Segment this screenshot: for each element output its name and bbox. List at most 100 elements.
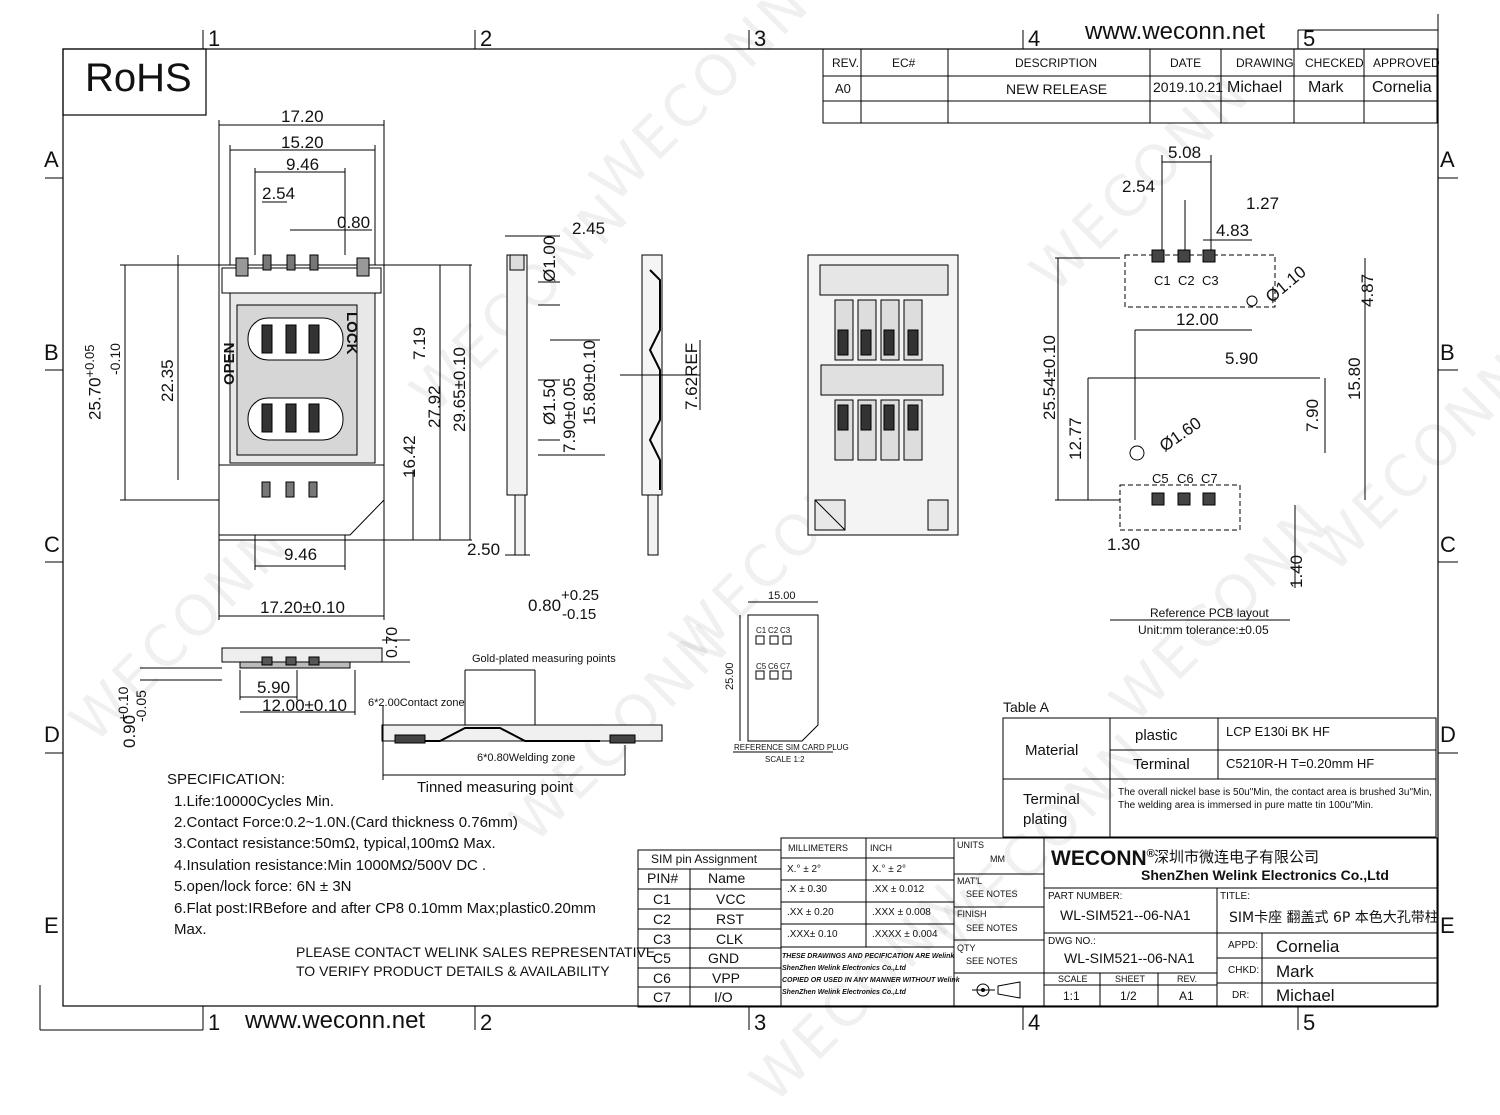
pcb-dim-1-27: 1.27 [1246, 194, 1280, 213]
matl-value: SEE NOTES [966, 889, 1018, 899]
grid-row-e-right: E [1440, 913, 1455, 938]
sim-plug-pin-c5: C5 [756, 662, 767, 671]
dim-top-22-35: 22.35 [158, 359, 177, 402]
pin-table-header-pin: PIN# [647, 870, 679, 886]
grid-row-b: B [44, 340, 59, 365]
pcb-pin-c5: C5 [1152, 471, 1169, 486]
dim-side-0-80-plus: +0.25 [561, 587, 599, 604]
dim-top-height-plus: +0.05 [82, 344, 97, 378]
label-gold-plated: Gold-plated measuring points [472, 653, 616, 665]
pcb-dim-25-54: 25.54±0.10 [1040, 335, 1059, 420]
rev-header-rev: REV. [832, 56, 859, 70]
dim-top-height-minus: -0.10 [107, 343, 123, 375]
dim-front-0-70: 0.70 [384, 626, 401, 658]
dim-side-2-45: 2.45 [572, 219, 606, 238]
side-view-drawing [505, 235, 605, 556]
rev-row-drawing: Michael [1227, 79, 1283, 96]
grid-col-2-bottom: 2 [480, 1010, 493, 1035]
pin-row-1-pin: C1 [653, 891, 671, 907]
spec-item-7: Max. [174, 921, 207, 938]
dim-front-0-90-plus: +0.10 [115, 686, 131, 722]
tol-mm-3: .XX ± 0.20 [787, 907, 834, 918]
dim-bottom-9-46: 9.46 [284, 545, 318, 564]
pcb-layout-drawing [1055, 155, 1366, 621]
units-value: MM [990, 854, 1005, 864]
tol-mm-1: X.° ± 2° [787, 864, 822, 875]
label-welding-zone: 6*0.80Welding zone [477, 752, 576, 764]
table-a-terminal-value: C5210R-H T=0.20mm HF [1226, 756, 1375, 771]
appd-value: Cornelia [1276, 937, 1340, 956]
table-a-plastic-value: LCP E130i BK HF [1226, 724, 1330, 739]
tol-inch-3: .XXX ± 0.008 [872, 907, 931, 918]
label-tinned-point: Tinned measuring point [417, 779, 574, 796]
pin-row-3-name: CLK [716, 931, 744, 947]
grid-col-5: 5 [1303, 26, 1316, 51]
table-a-plating-line1: The overall nickel base is 50u"Min, the … [1118, 787, 1432, 798]
tol-mm-4: .XXX± 0.10 [787, 929, 838, 940]
pcb-pin-c3: C3 [1202, 273, 1219, 288]
finish-label: FINISH [957, 909, 987, 919]
finish-value: SEE NOTES [966, 923, 1018, 933]
rev-header-ec: EC# [892, 56, 916, 70]
rev-row-description: NEW RELEASE [1006, 81, 1108, 97]
dim-top-27-92: 27.92 [425, 385, 444, 428]
spec-item-2: 2.Contact Force:0.2~1.0N.(Card thickness… [174, 814, 518, 831]
pin-row-2-name: RST [716, 911, 744, 927]
spec-item-5: 5.open/lock force: 6N ± 3N [174, 878, 352, 895]
sim-plug-width: 15.00 [768, 590, 796, 602]
tol-note-4: ShenZhen Welink Electronics Co.,Ltd [782, 989, 906, 996]
pcb-dim-7-90: 7.90 [1303, 398, 1322, 432]
units-label: UNITS [957, 840, 984, 850]
sheet-value: 1/2 [1120, 989, 1137, 1003]
dr-value: Michael [1276, 986, 1335, 1005]
pcb-tolerance: Unit:mm tolerance:±0.05 [1138, 623, 1269, 637]
sim-plug-height: 25.00 [724, 662, 736, 690]
sim-plug-caption: REFERENCE SIM CARD PLUG [734, 743, 849, 752]
tol-note-2: ShenZhen Welink Electronics Co.,Ltd [782, 965, 906, 972]
website-url-top: www.weconn.net [1085, 18, 1266, 45]
dim-top-height-base: 25.70 [85, 377, 105, 420]
dim-side-7-90: 7.90±0.05 [560, 377, 579, 453]
grid-row-c: C [44, 532, 60, 557]
table-a-plating-line2: The welding area is immersed in pure mat… [1118, 800, 1374, 811]
table-a-plating: Terminal plating [1023, 791, 1080, 828]
dwg-number-value: WL-SIM521--06-NA1 [1064, 950, 1195, 966]
dim-side-0-80: 0.80 [528, 596, 562, 615]
pin-row-1-name: VCC [716, 891, 746, 907]
sim-plug-pin-c7: C7 [780, 662, 791, 671]
dim-side-15-80: 15.80±0.10 [580, 340, 599, 425]
pcb-dim-15-80: 15.80 [1345, 357, 1364, 400]
pcb-dim-12-00: 12.00 [1176, 310, 1219, 329]
front-view-drawing [140, 639, 410, 715]
pcb-caption: Reference PCB layout [1150, 606, 1269, 620]
dim-bottom-17-20: 17.20±0.10 [260, 598, 345, 617]
part-number-label: PART NUMBER: [1048, 891, 1123, 902]
label-open: OPEN [221, 342, 238, 385]
table-a-plastic: plastic [1135, 727, 1178, 744]
grid-col-3: 3 [754, 26, 767, 51]
pin-row-6-name: I/O [714, 989, 733, 1005]
rev-value: A1 [1179, 989, 1194, 1003]
brand-name: WECONN [1051, 847, 1147, 870]
dim-front-0-90-minus: -0.05 [133, 690, 149, 722]
tol-note-1: THESE DRAWINGS AND PECIFICATION ARE Weli… [782, 953, 955, 960]
sim-plug-pin-c6: C6 [768, 662, 779, 671]
dim-side-0-80-minus: -0.15 [562, 606, 597, 623]
title-value: SIM卡座 翻盖式 6P 本色大孔带柱 [1229, 910, 1439, 926]
dim-top-7-19: 7.19 [410, 326, 429, 360]
pcb-pin-c7: C7 [1201, 471, 1218, 486]
sim-plug-scale: SCALE 1:2 [765, 755, 805, 764]
rev-row-date: 2019.10.21 [1153, 79, 1224, 95]
pcb-dim-4-83: 4.83 [1216, 221, 1250, 240]
rev-header-approved: APPROVED [1373, 56, 1440, 70]
sim-plug-pin-c1: C1 [756, 626, 767, 635]
dim-side-dia-1-00: Ø1.00 [540, 235, 559, 282]
sim-plug-pin-c2: C2 [768, 626, 779, 635]
bottom-view-drawing [807, 254, 959, 536]
grid-row-d-right: D [1440, 722, 1456, 747]
pcb-dim-12-77: 12.77 [1066, 417, 1085, 460]
rev-header-description: DESCRIPTION [1015, 56, 1098, 70]
rev-label: REV. [1177, 974, 1198, 984]
pcb-dim-5-90: 5.90 [1225, 349, 1259, 368]
pin-row-5-name: VPP [712, 970, 741, 986]
